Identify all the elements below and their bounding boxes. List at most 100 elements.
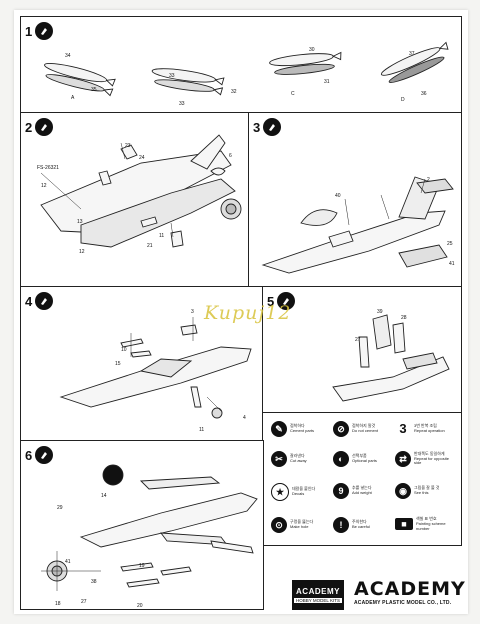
legend-label-en: Do not cement [352, 428, 379, 433]
step-badge: 6 [25, 445, 54, 465]
step-6-panel: 6 14 29 41 19 20 18 [20, 440, 264, 610]
legend-label-ko: 선택부품 [352, 453, 367, 459]
paint-scheme-icon: ■ [395, 518, 413, 531]
part-label: 30 [309, 47, 315, 53]
step-badge: 5 [267, 291, 296, 311]
part-label: 11 [159, 233, 165, 239]
part-label: 12 [41, 183, 47, 189]
legend-label-en: Be careful [352, 524, 371, 529]
part-label: 13 [77, 219, 83, 225]
part-label: 41 [65, 559, 71, 565]
opposite-side-icon: ⇄ [395, 451, 411, 467]
part-label: 27 [355, 337, 361, 343]
legend-label-ko: 주의한다 [352, 519, 367, 525]
part-label: 21 [147, 243, 153, 249]
legend-label-ko: 색칠 표 번호 [416, 516, 437, 521]
legend-label-en: Add weight [352, 490, 372, 495]
part-label: 18 [55, 601, 61, 607]
part-label: 19 [139, 563, 145, 569]
part-label: 32 [231, 89, 237, 95]
part-label: C [291, 91, 295, 97]
part-label: 37 [409, 51, 415, 57]
part-label: 23 [125, 143, 131, 149]
weight-number-icon: 9 [333, 483, 349, 499]
legend-label-en: Repeat for opposite side [414, 455, 449, 466]
logo-box-line2: HOBBY MODEL KITS [293, 598, 342, 603]
cement-icon [35, 446, 54, 464]
part-label: A [71, 95, 75, 101]
legend-label-ko: 구멍을 뚫는다 [290, 519, 314, 525]
part-label: 2 [427, 177, 430, 183]
legend-label-en: See this [414, 490, 429, 495]
step-number: 4 [25, 293, 33, 309]
fuselage-assembly-drawing [40, 134, 242, 248]
step-badge: 4 [25, 291, 54, 311]
repeat-number-icon: 3 [395, 421, 411, 437]
company-name: ACADEMY PLASTIC MODEL CO., LTD. [354, 600, 452, 606]
part-label: 6 [229, 153, 232, 159]
step-badge: 2 [25, 117, 54, 137]
part-label: FS-26321 [37, 165, 59, 171]
part-label: 39 [377, 309, 383, 315]
part-label: 25 [447, 241, 453, 247]
cement-icon: ✎ [271, 421, 287, 437]
part-label: 41 [449, 261, 455, 267]
part-label: 33 [179, 101, 185, 107]
drill-icon: ⊙ [271, 517, 287, 533]
part-label: 24 [139, 155, 145, 161]
part-label: 38 [91, 579, 97, 585]
step-5-panel: 5 27 28 39 [262, 286, 462, 414]
academy-logo-box: ACADEMY HOBBY MODEL KITS [292, 580, 344, 610]
logo-box-line1: ACADEMY [296, 587, 340, 596]
part-label: 10 [121, 347, 127, 353]
legend-label-en: Repeat operation [414, 428, 445, 433]
legend-label-ko: 추를 넣는다 [352, 485, 372, 491]
step-number: 1 [25, 23, 33, 39]
legend-label-en: Make hole [290, 524, 309, 529]
legend-label-en: Cut away [290, 458, 307, 463]
part-label: 33 [169, 73, 175, 79]
part-label: 15 [115, 361, 121, 367]
step-1-panel: 1 [20, 16, 462, 114]
step-badge: 1 [25, 21, 54, 41]
watermark-signature: Kupuj12 [204, 302, 292, 324]
instruction-sheet: 1 [14, 10, 468, 614]
part-label: 34 [65, 53, 71, 59]
part-label: 11 [199, 427, 205, 433]
star-icon: ★ [271, 483, 289, 501]
part-label: 29 [57, 505, 63, 511]
part-label: 14 [101, 493, 107, 499]
cement-icon [35, 292, 54, 310]
part-label: 31 [324, 79, 330, 85]
legend-label-ko: 잘라낸다 [290, 453, 305, 459]
tail-canopy-drawing [261, 176, 454, 274]
careful-icon: ! [333, 517, 349, 533]
cement-icon [263, 118, 282, 136]
step-number: 2 [25, 119, 33, 135]
scissors-icon: ✂ [271, 451, 287, 467]
gear-door-drawing [332, 314, 450, 402]
part-label: D [401, 97, 405, 103]
legend-label-ko: 접착하지 말것 [352, 423, 376, 429]
landing-gear-drawing [59, 317, 252, 419]
legend-label-en: Cement parts [290, 428, 315, 433]
part-label: 12 [79, 249, 85, 255]
legend-label-ko: 데칼을 붙인다 [292, 486, 316, 492]
part-label: 28 [401, 315, 407, 321]
step-number: 3 [253, 119, 261, 135]
cement-icon [35, 22, 54, 40]
step-badge: 3 [253, 117, 282, 137]
